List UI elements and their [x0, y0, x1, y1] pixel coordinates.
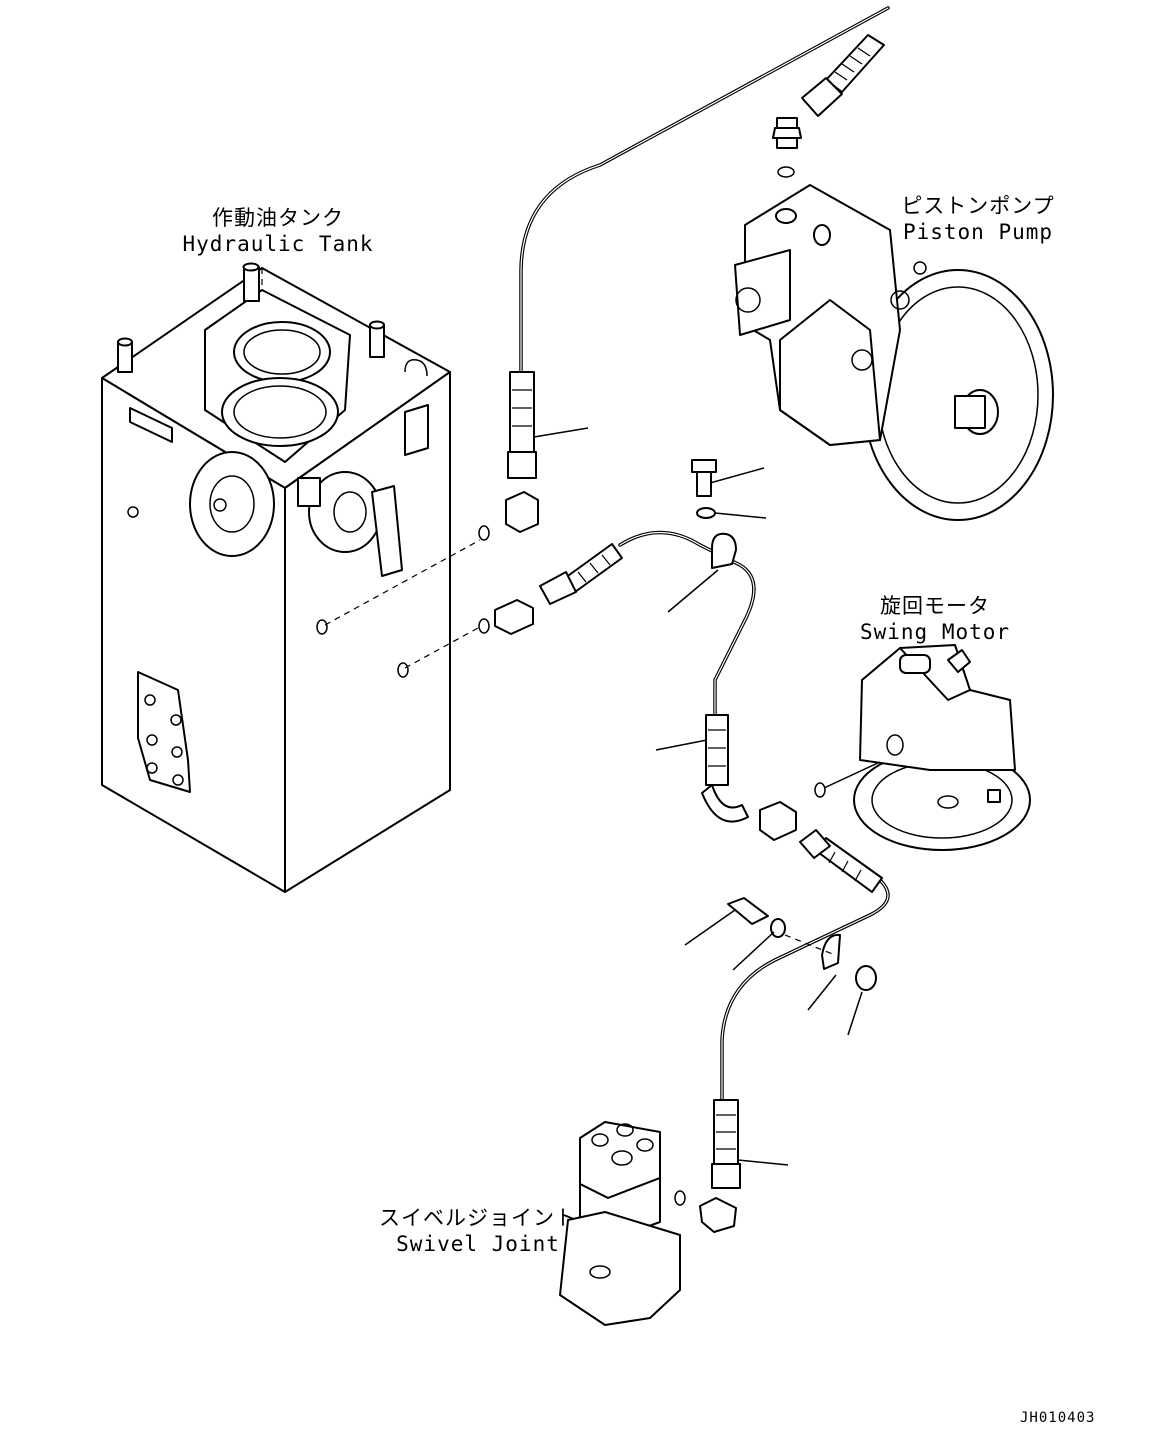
swing-motor — [814, 644, 1031, 851]
piston-pump — [734, 117, 1054, 521]
swivel-joint-label-jp: スイベルジョイント — [379, 1206, 577, 1230]
swing-motor-label-jp: 旋回モータ — [880, 594, 990, 618]
hydraulic-tank-label-en: Hydraulic Tank — [182, 232, 374, 256]
hydraulic-tank-label-jp: 作動油タンク — [212, 206, 344, 230]
piston-pump-label-jp: ピストンポンプ — [901, 194, 1055, 218]
piston-pump-label-en: Piston Pump — [902, 220, 1054, 244]
swing-motor-label-en: Swing Motor — [859, 620, 1011, 644]
hose-tank-to-pump — [478, 6, 890, 541]
hydraulic-tank — [101, 262, 481, 893]
hose-motor-to-swivel — [684, 829, 890, 1189]
hose-tank-to-motor — [478, 459, 797, 841]
swivel-joint — [559, 1121, 737, 1326]
swivel-joint-label-en: Swivel Joint — [396, 1232, 560, 1256]
drawing-code: JH010403 — [1020, 1410, 1096, 1426]
